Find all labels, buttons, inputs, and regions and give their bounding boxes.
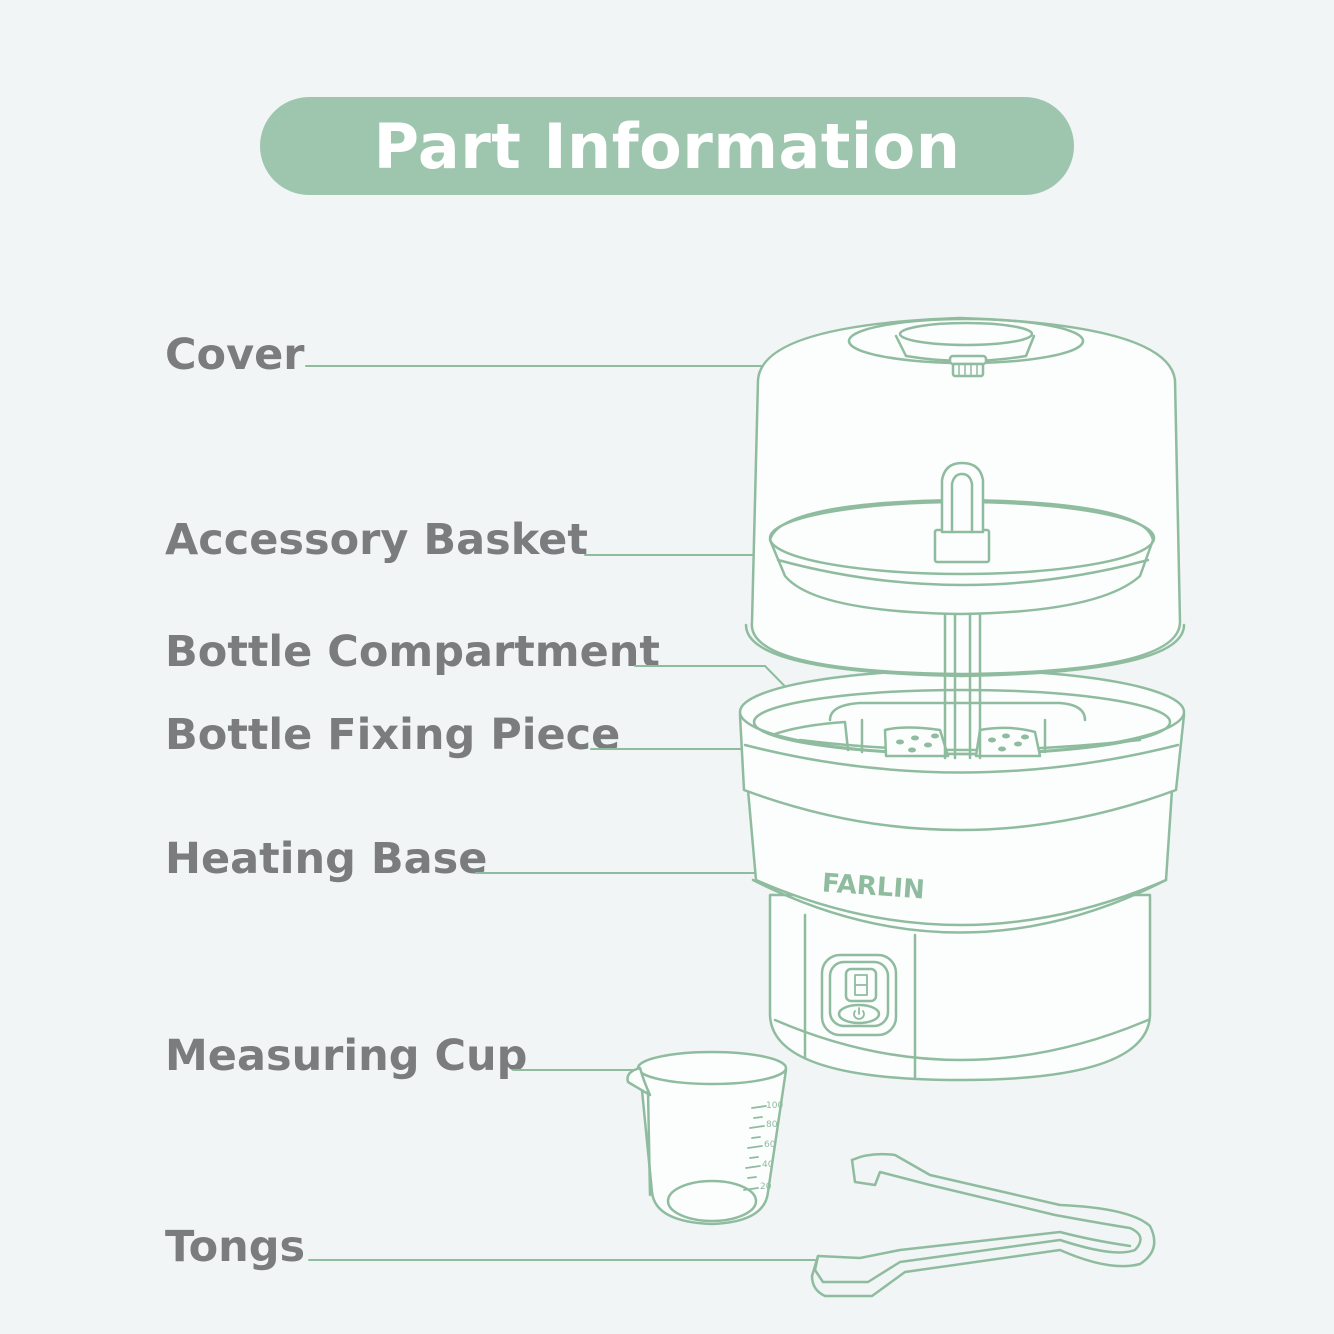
- cup-scale-100: 100: [766, 1101, 783, 1111]
- title-banner: Part Information: [260, 97, 1074, 195]
- page-title: Part Information: [373, 109, 961, 183]
- label-accessory-basket: Accessory Basket: [165, 515, 588, 565]
- label-measuring-cup: Measuring Cup: [165, 1031, 528, 1081]
- label-bottle-compartment: Bottle Compartment: [165, 627, 660, 677]
- cup-scale-80: 80: [766, 1120, 778, 1130]
- cup-scale: [743, 1105, 767, 1191]
- brand-logo: FARLIN: [821, 868, 926, 905]
- body-ring: FARLIN: [746, 788, 1174, 934]
- bottle-fixing-piece: [883, 726, 1042, 758]
- power-icon: [853, 1007, 865, 1020]
- cup-scale-20: 20: [760, 1182, 772, 1192]
- label-bottle-fixing-piece: Bottle Fixing Piece: [165, 710, 621, 760]
- label-heating-base: Heating Base: [165, 834, 488, 884]
- label-tongs: Tongs: [165, 1222, 306, 1272]
- measuring-cup: 100 80 60 40 20: [626, 1050, 788, 1226]
- cup-scale-60: 60: [764, 1140, 776, 1150]
- heating-base: [768, 893, 1152, 1082]
- tongs: [810, 1152, 1156, 1298]
- label-cover: Cover: [165, 330, 305, 380]
- bottle-compartment: [738, 668, 1186, 832]
- display-icon: [844, 967, 878, 1003]
- accessory-basket: [768, 461, 1156, 760]
- cup-scale-40: 40: [762, 1160, 774, 1170]
- power-button: [837, 1003, 881, 1025]
